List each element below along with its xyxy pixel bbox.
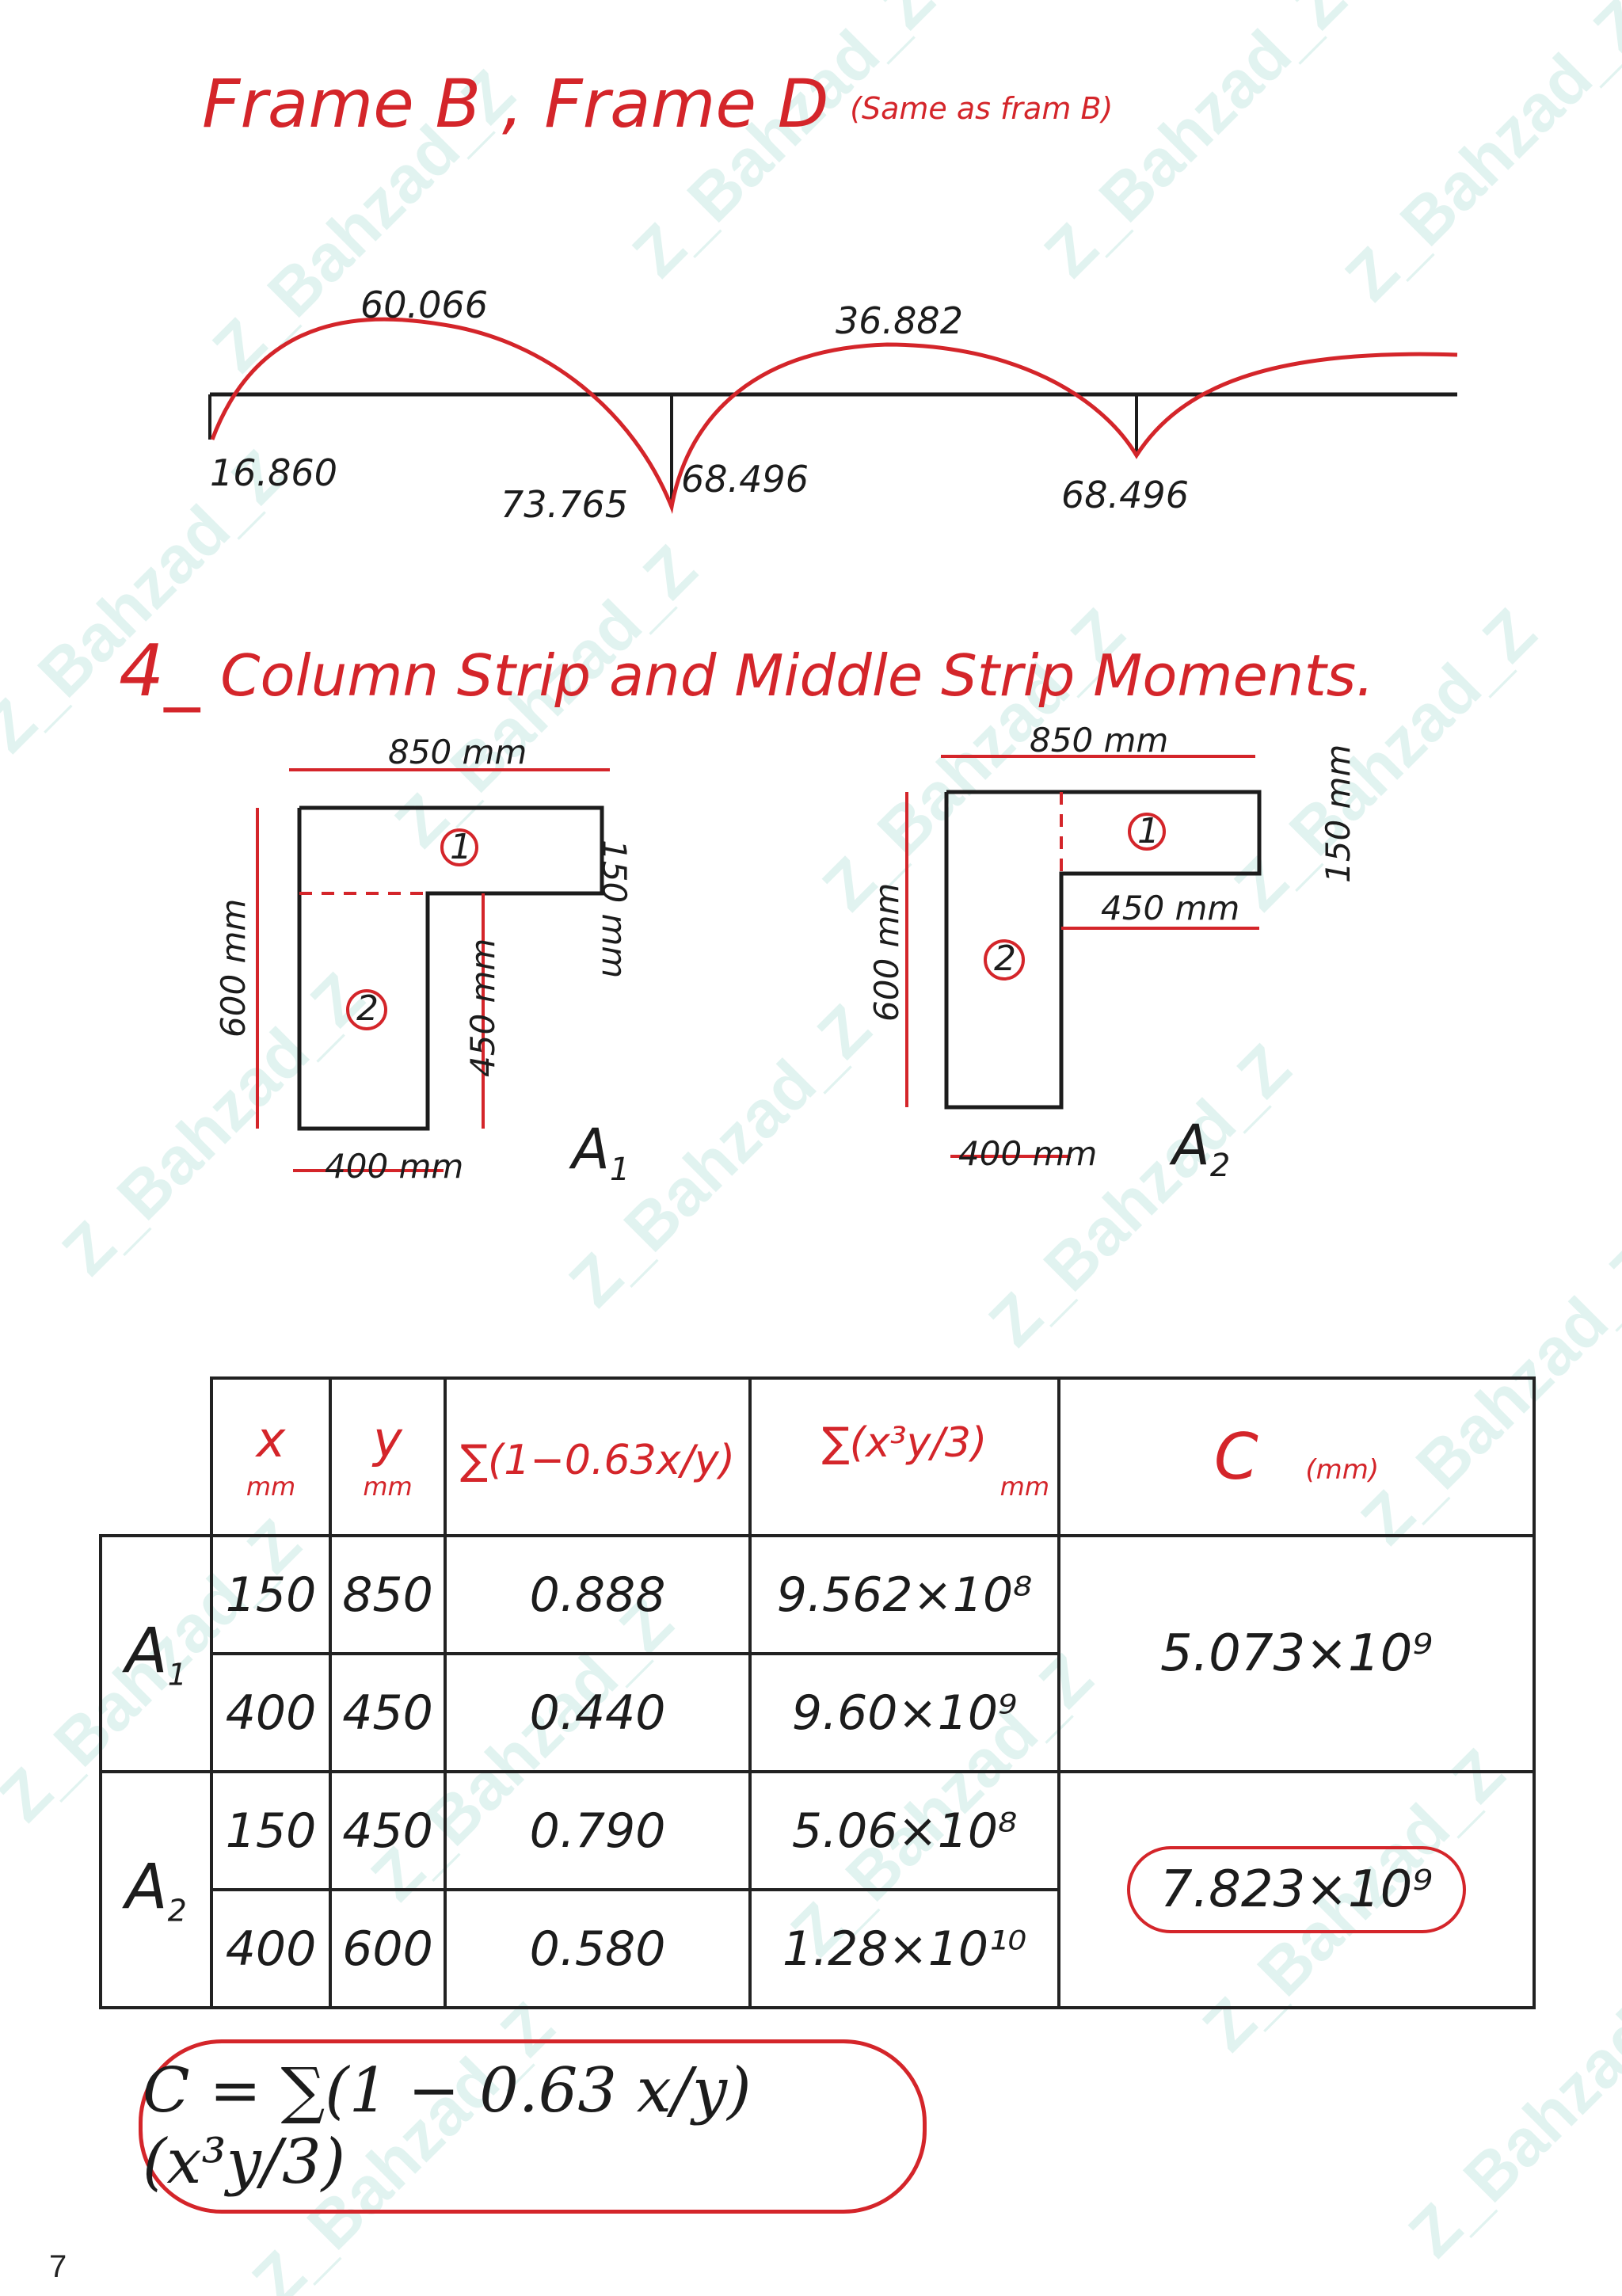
cell-sum1: 0.888 <box>444 1534 752 1655</box>
cell-y: 450 <box>329 1770 447 1891</box>
cell-sum1: 0.790 <box>444 1770 752 1891</box>
a1-part2-circle <box>346 989 387 1030</box>
moment-label-support1-right: 68.496 <box>681 458 809 501</box>
a2-label-letter: A <box>1172 1113 1210 1178</box>
table-row: 400 600 0.580 1.28×10¹⁰ <box>101 1888 1534 2009</box>
header-empty-cell <box>101 1378 213 1537</box>
cell-y: 450 <box>329 1652 447 1773</box>
header-sum2-unit: mm <box>999 1471 1049 1502</box>
header-sum1: ∑(1−0.63x/y) <box>444 1376 752 1537</box>
cell-sum1: 0.440 <box>444 1652 752 1773</box>
moment-label-span1: 60.066 <box>360 284 488 326</box>
cell-x: 400 <box>210 1888 332 2009</box>
group-label-a1: A1 <box>99 1534 213 1773</box>
a1-part1-number: 1 <box>450 827 472 867</box>
header-x: x mm <box>210 1376 332 1537</box>
formula-text: C = ∑(1 − 0.63 x/y)(x³y/3) <box>143 2055 752 2198</box>
cell-y: 600 <box>329 1888 447 2009</box>
header-y-label: y <box>373 1410 402 1468</box>
a2-part1-circle <box>1128 813 1166 851</box>
a2-part1-number: 1 <box>1137 811 1159 851</box>
a1-flange-depth-label: 150 mm <box>595 840 634 979</box>
header-c: C (mm) <box>1057 1376 1536 1537</box>
moment-label-end: 16.860 <box>210 451 337 494</box>
group-a1-letter: A <box>125 1615 168 1687</box>
cell-sum2: 5.06×10⁸ <box>748 1770 1060 1891</box>
cell-sum2: 1.28×10¹⁰ <box>748 1888 1060 2009</box>
header-c-unit: (mm) <box>1305 1453 1380 1486</box>
table-row: A2 150 450 0.790 5.06×10⁸ 7.823×10⁹ <box>99 1770 1536 2009</box>
table-row: 400 450 0.440 9.60×10⁹ <box>101 1652 1534 1773</box>
a2-flange-depth-label: 150 mm <box>1319 744 1357 883</box>
header-c-label: C <box>1213 1419 1258 1494</box>
cell-sum2: 9.562×10⁸ <box>748 1534 1060 1655</box>
a2-web-width-label: 400 mm <box>958 1134 1098 1173</box>
header-y: y mm <box>329 1376 447 1537</box>
a2-section-label: A2 <box>1172 1113 1230 1184</box>
group-a1-sub: 1 <box>167 1657 187 1692</box>
cell-x: 150 <box>210 1534 332 1655</box>
header-sum2: ∑(x³y/3) mm <box>748 1376 1060 1537</box>
heading-number: 4_ <box>119 630 200 713</box>
a1-part2-number: 2 <box>356 988 379 1029</box>
cell-x: 150 <box>210 1770 332 1891</box>
cell-c-a2: 7.823×10⁹ <box>1057 1770 1536 2009</box>
header-y-unit: mm <box>363 1471 413 1502</box>
table-row: A1 150 850 0.888 9.562×10⁸ 5.073×10⁹ <box>99 1534 1536 1773</box>
a1-part1-circle <box>440 828 478 866</box>
group-label-a2: A2 <box>99 1770 213 2009</box>
group-a2-letter: A <box>125 1851 168 1923</box>
table-header-row: x mm y mm ∑(1−0.63x/y) ∑(x³y/3) mm C (mm… <box>101 1376 1536 1537</box>
heading-text: Column Strip and Middle Strip Moments. <box>220 642 1375 709</box>
a2-width-label: 850 mm <box>1030 721 1169 760</box>
header-sum1-label: ∑(1−0.63x/y) <box>459 1436 736 1484</box>
a2-height-label: 600 mm <box>867 882 906 1022</box>
section-a2-outline <box>944 790 1262 1110</box>
torsion-constant-table: x mm y mm ∑(1−0.63x/y) ∑(x³y/3) mm C (mm… <box>99 1376 1536 2009</box>
cell-y: 850 <box>329 1534 447 1655</box>
a1-web-depth-label: 450 mm <box>463 938 502 1077</box>
section-heading: 4_ Column Strip and Middle Strip Moments. <box>119 630 1374 713</box>
header-x-unit: mm <box>246 1471 296 1502</box>
a1-width-label: 850 mm <box>388 733 527 771</box>
header-x-label: x <box>256 1410 286 1468</box>
a2-part2-number: 2 <box>994 939 1016 979</box>
header-sum2-label: ∑(x³y/3) <box>821 1418 988 1467</box>
cell-sum1: 0.580 <box>444 1888 752 2009</box>
cell-x: 400 <box>210 1652 332 1773</box>
a2-part2-circle <box>984 939 1025 980</box>
a1-section-label: A1 <box>572 1117 630 1188</box>
a1-label-sub: 1 <box>609 1152 630 1188</box>
circled-result: 7.823×10⁹ <box>1127 1846 1466 1933</box>
page-title: Frame B , Frame D (Same as fram B) <box>202 65 1113 143</box>
group-a2-sub: 2 <box>167 1893 187 1929</box>
moment-label-support1-left: 73.765 <box>501 483 628 526</box>
a2-label-sub: 2 <box>1209 1148 1231 1184</box>
moment-label-span2: 36.882 <box>836 299 963 342</box>
section-a1-outline <box>297 805 604 1131</box>
cell-c-a1: 5.073×10⁹ <box>1057 1534 1536 1773</box>
cell-sum2: 9.60×10⁹ <box>748 1652 1060 1773</box>
moment-curve <box>210 317 1458 514</box>
drawings-svg <box>208 317 1458 1172</box>
title-text: Frame B , Frame D <box>202 65 829 143</box>
formula-cloud: C = ∑(1 − 0.63 x/y)(x³y/3) <box>139 2039 927 2214</box>
a1-label-letter: A <box>572 1117 610 1182</box>
a2-flange-length-label: 450 mm <box>1101 889 1240 927</box>
moment-label-support2: 68.496 <box>1061 474 1189 516</box>
a1-web-width-label: 400 mm <box>325 1147 464 1186</box>
title-note: (Same as fram B) <box>850 91 1114 127</box>
a1-height-label: 600 mm <box>214 898 253 1038</box>
page-number: 7 <box>49 2249 67 2284</box>
